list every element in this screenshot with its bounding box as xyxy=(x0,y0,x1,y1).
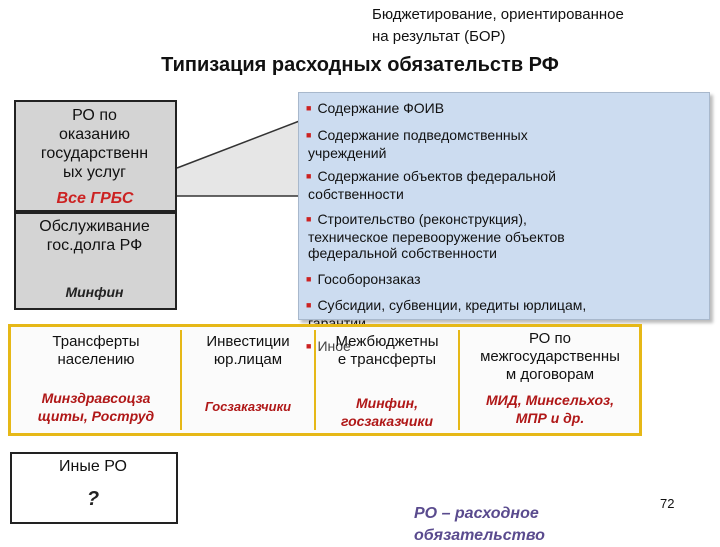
debt-service-box xyxy=(14,212,177,310)
column-divider xyxy=(314,330,316,430)
debt-line-1: Обслуживание xyxy=(39,218,150,235)
bullet-square-icon: ■ xyxy=(306,214,312,224)
bullet-square-icon: ■ xyxy=(306,103,312,113)
header-line-2: на результат (БОР) xyxy=(372,28,506,45)
ro-services-line-3: государственн xyxy=(40,145,149,162)
page-number: 72 xyxy=(660,496,675,511)
ro-services-line-1: РО по xyxy=(72,107,117,124)
transfer-population-label: Трансферты населению xyxy=(52,333,140,368)
investments-label: Инвестиции юр.лицам xyxy=(206,333,290,368)
page-title: Типизация расходных обязательств РФ xyxy=(161,54,559,76)
service-list-box xyxy=(298,92,710,320)
ro-services-agency: Все ГРБС xyxy=(56,190,134,207)
ro-services-label: РО по оказанию государственн ых услуг xyxy=(22,106,167,182)
ro-services-line-4: ых услуг xyxy=(63,164,126,181)
bullet-square-icon: ■ xyxy=(306,341,312,351)
debt-service-label: Обслуживание гос.долга РФ xyxy=(22,217,167,255)
intergov-agency: МИД, Минсельхоз, МПР и др. xyxy=(485,392,615,426)
debt-agency: Минфин xyxy=(65,284,124,300)
list-item: ■Гособоронзаказ xyxy=(306,271,421,287)
list-item-other: ■Иное xyxy=(306,338,351,354)
interbudget-label: Межбюджетны е трансферты xyxy=(335,333,439,368)
list-item: ■Строительство (реконструкция), техничес… xyxy=(306,211,565,261)
investments-agency: Госзаказчики xyxy=(204,399,292,414)
bullet-square-icon: ■ xyxy=(306,130,312,140)
bullet-square-icon: ■ xyxy=(306,274,312,284)
debt-line-2: гос.долга РФ xyxy=(46,237,143,254)
transfer-population-agency: Минздравсоцза щиты, Роструд xyxy=(37,390,155,424)
other-ro-box xyxy=(10,452,178,524)
ro-services-box xyxy=(14,100,177,212)
bullet-square-icon: ■ xyxy=(306,171,312,181)
other-ro-label: Иные РО xyxy=(59,458,127,475)
footer-definition: РО – расходное обязательство xyxy=(414,505,545,544)
other-ro-question-mark: ? xyxy=(86,488,100,510)
bullet-square-icon: ■ xyxy=(306,300,312,310)
transfers-box xyxy=(8,324,642,436)
list-item: ■Содержание ФОИВ xyxy=(306,100,445,116)
column-divider xyxy=(180,330,182,430)
list-item: ■Содержание объектов федеральной собстве… xyxy=(306,168,556,202)
list-item: ■Содержание подведомственных учреждений xyxy=(306,127,528,161)
intergov-label: РО по межгосударственны м договорам xyxy=(480,330,620,383)
interbudget-agency: Минфин, госзаказчики xyxy=(340,395,434,429)
column-divider xyxy=(458,330,460,430)
ro-services-line-2: оказанию xyxy=(59,126,130,143)
header-line-1: Бюджетирование, ориентированное xyxy=(372,6,624,23)
